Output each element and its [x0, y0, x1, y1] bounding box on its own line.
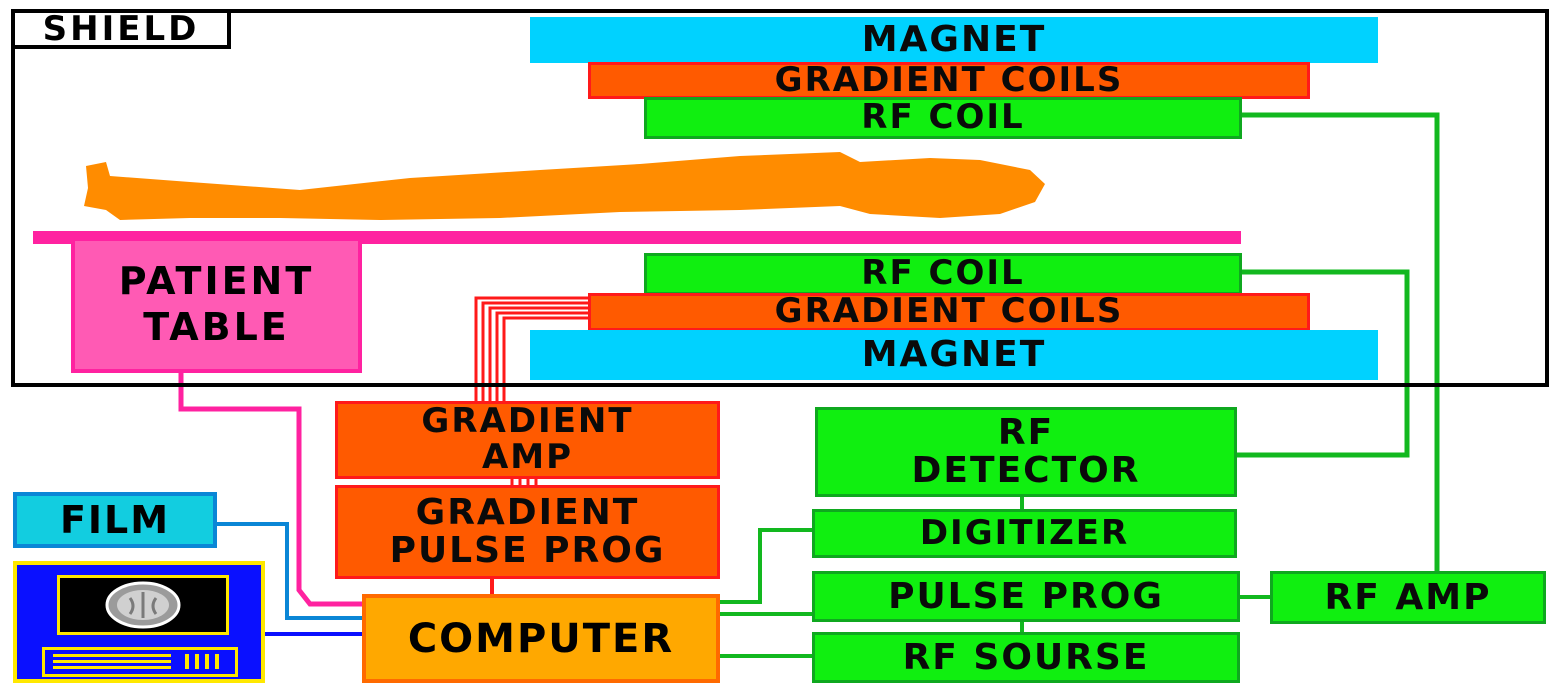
gradient-coils-top-label: GRADIENT COILS — [774, 59, 1124, 100]
patient-table: PATIENT TABLE — [71, 241, 362, 373]
rf-amp: RF AMP — [1270, 571, 1546, 624]
magnet-top-label: MAGNET — [861, 19, 1047, 61]
wire-rfcoil-bottom-to-detector — [1236, 269, 1410, 458]
patient-silhouette — [84, 152, 1045, 220]
film: FILM — [13, 492, 217, 548]
pulse-prog-label: PULSE PROG — [888, 575, 1164, 617]
digitizer-label: DIGITIZER — [919, 512, 1130, 553]
wire-rfcoil-top-to-rfamp — [1241, 112, 1440, 572]
terminal-screen — [57, 575, 229, 635]
patient-table-top — [33, 231, 1241, 244]
digitizer: DIGITIZER — [812, 509, 1237, 558]
rf-source: RF SOURSE — [812, 632, 1240, 683]
computer-label: COMPUTER — [407, 615, 675, 662]
rf-coil-top: RF COIL — [644, 97, 1242, 139]
magnet-top: MAGNET — [530, 17, 1378, 63]
shield-label: SHIELD — [11, 9, 231, 49]
gradient-amp-line2: AMP — [481, 437, 574, 477]
gradient-pulse-prog-line2: PULSE PROG — [389, 530, 666, 571]
brain-scan-icon — [105, 581, 181, 629]
gradient-pulse-prog-line1: GRADIENT — [415, 492, 640, 534]
rf-amp-label: RF AMP — [1324, 576, 1492, 618]
wire-film-to-computer — [216, 522, 363, 620]
gradient-amp: GRADIENT AMP — [335, 401, 720, 479]
rf-detector-line1: RF — [997, 412, 1055, 454]
rf-coil-top-label: RF COIL — [861, 97, 1025, 138]
operator-terminal — [13, 561, 265, 683]
patient-table-line2: TABLE — [143, 305, 290, 349]
wire-computer-to-digitizer — [720, 528, 812, 604]
magnet-bottom: MAGNET — [530, 330, 1378, 380]
gradient-coils-bottom: GRADIENT COILS — [588, 293, 1310, 331]
gradient-pulse-prog: GRADIENT PULSE PROG — [335, 485, 720, 579]
gradient-coils-top: GRADIENT COILS — [588, 62, 1310, 99]
patient-table-line1: PATIENT — [118, 259, 315, 304]
rf-coil-bottom: RF COIL — [644, 253, 1242, 295]
shield-enclosure — [11, 9, 1549, 387]
rf-detector: RF DETECTOR — [815, 407, 1237, 497]
computer: COMPUTER — [362, 594, 720, 683]
keyboard-icon — [42, 647, 238, 677]
pulse-prog: PULSE PROG — [812, 571, 1240, 622]
rf-coil-bottom-label: RF COIL — [861, 253, 1025, 294]
gradient-coils-bottom-label: GRADIENT COILS — [774, 291, 1124, 332]
magnet-bottom-label: MAGNET — [861, 334, 1047, 376]
rf-detector-line2: DETECTOR — [911, 450, 1141, 491]
film-label: FILM — [59, 498, 171, 542]
wire-table-to-computer — [178, 372, 363, 607]
rf-source-label: RF SOURSE — [902, 636, 1150, 678]
wire-gradient-coils-to-amp — [474, 296, 588, 402]
gradient-amp-line1: GRADIENT — [421, 401, 634, 442]
